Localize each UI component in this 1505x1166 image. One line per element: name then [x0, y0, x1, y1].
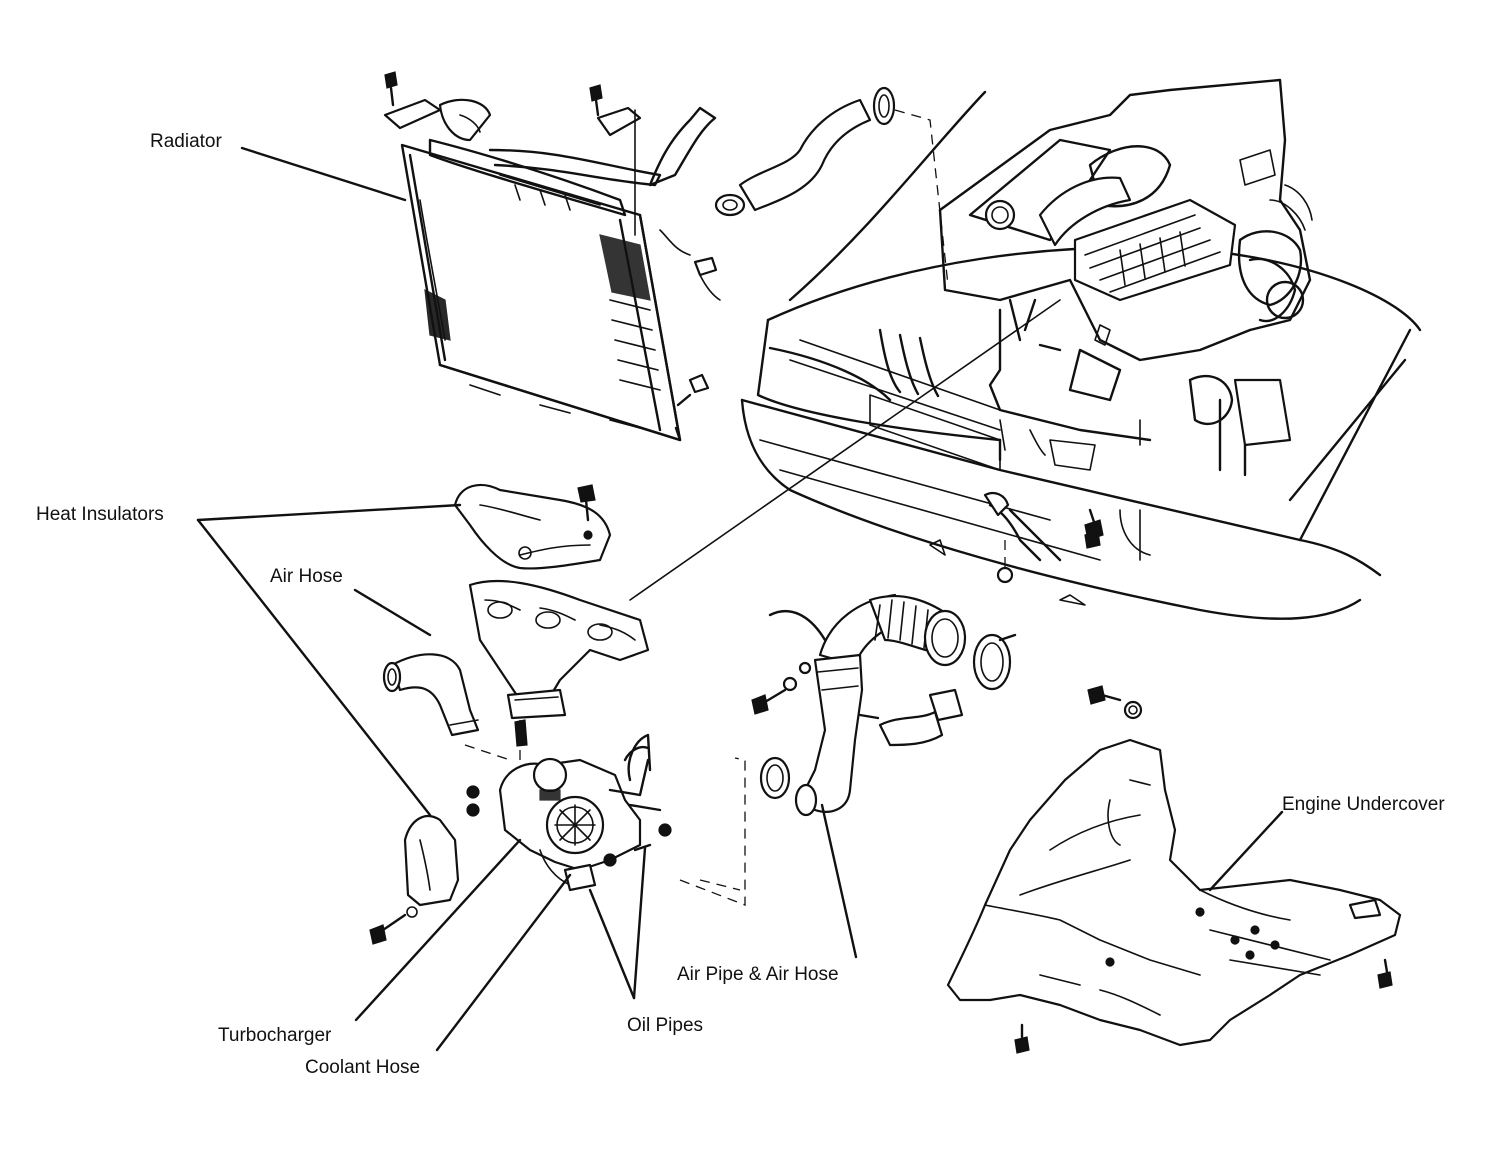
- turbocharger-assembly: [466, 733, 746, 906]
- vehicle-front-body: [740, 90, 1422, 620]
- air-pipe-and-air-hose: [751, 593, 1017, 817]
- heat-insulators-leader-lower: [196, 518, 432, 817]
- air-hose-leader: [353, 588, 432, 637]
- engine-undercover-leader: [1208, 810, 1284, 892]
- engine-undercover-part: [946, 685, 1402, 1054]
- turbocharger-leader: [354, 838, 522, 1022]
- label-radiator: Radiator: [150, 131, 222, 152]
- label-turbocharger: Turbocharger: [218, 1025, 332, 1046]
- heat-insulators-leader-upper: [196, 503, 462, 522]
- radiator-part: [383, 71, 721, 442]
- oil-pipes-leader-left: [588, 888, 636, 1000]
- radiator-leader: [240, 146, 407, 202]
- coolant-hose-leader: [435, 873, 572, 1052]
- exhaust-manifold: [468, 579, 650, 760]
- heat-insulator-lower: [369, 815, 460, 945]
- label-engine-undercover: Engine Undercover: [1282, 794, 1445, 815]
- manifold-connector-line: [629, 299, 1061, 601]
- leader-lines: [196, 146, 1284, 1052]
- label-oil-pipes: Oil Pipes: [627, 1015, 703, 1036]
- label-air-hose: Air Hose: [270, 566, 343, 587]
- air-pipe-connector-line: [699, 879, 741, 891]
- engine-assembly: [938, 78, 1313, 541]
- heat-insulator-upper: [453, 483, 612, 570]
- upper-radiator-hose: [714, 86, 949, 286]
- air-hose-part: [382, 653, 511, 761]
- oil-pipes-leader-right: [632, 846, 647, 1000]
- air-pipe-leader: [820, 803, 858, 959]
- misc-fittings: [983, 491, 1101, 584]
- label-heat-insulators: Heat Insulators: [36, 504, 164, 525]
- label-coolant-hose: Coolant Hose: [305, 1057, 420, 1078]
- label-air-pipe-air-hose: Air Pipe & Air Hose: [677, 964, 839, 985]
- callout-labels: Radiator Heat Insulators Air Hose Engine…: [36, 131, 1445, 1078]
